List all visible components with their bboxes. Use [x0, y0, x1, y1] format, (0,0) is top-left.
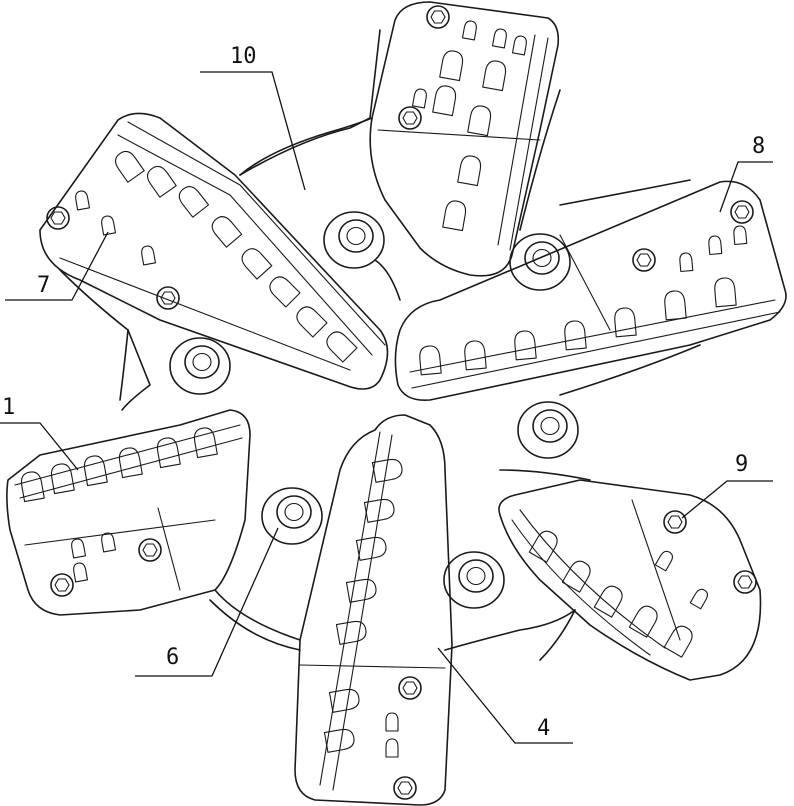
callout-10: 10 [200, 44, 306, 191]
callout-6: 6 [135, 527, 279, 677]
blade-top [369, 1, 560, 277]
callout-10-label: 10 [230, 44, 257, 69]
callout-6-label: 6 [166, 645, 179, 670]
blade-left [6, 409, 251, 616]
blade-bottom [294, 414, 453, 806]
blade-lower-right [498, 479, 762, 681]
callout-4: 4 [437, 647, 573, 744]
bit-body-outline [59, 29, 701, 661]
blade-right [394, 180, 787, 402]
callout-9: 9 [681, 452, 773, 519]
callout-8: 8 [719, 134, 773, 213]
callout-9-label: 9 [735, 452, 748, 477]
callout-7: 7 [5, 231, 109, 301]
callout-1-label: 1 [2, 395, 15, 420]
callout-8-label: 8 [752, 134, 765, 159]
blade-upper-left [39, 112, 389, 390]
callout-4-label: 4 [537, 716, 550, 741]
callout-7-label: 7 [37, 273, 50, 298]
callout-1: 1 [0, 395, 79, 471]
